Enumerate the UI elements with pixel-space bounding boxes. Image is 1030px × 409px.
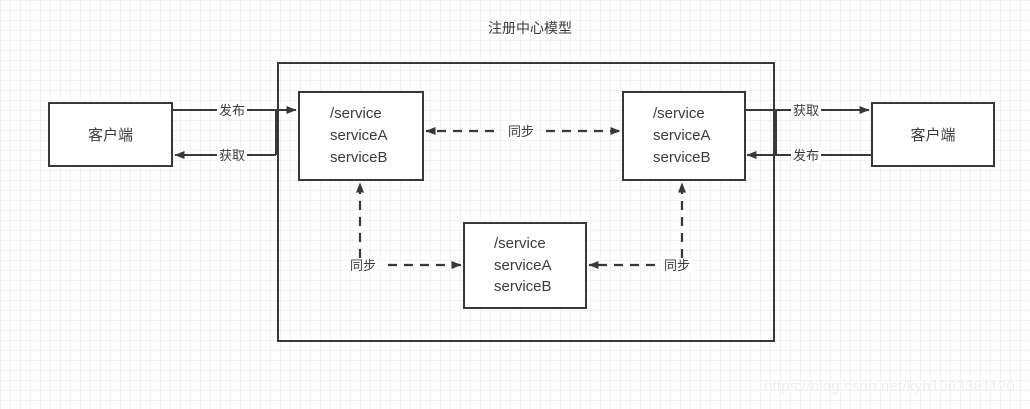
edge-label-right-fetch: 获取 xyxy=(791,103,822,118)
node-registry-bottom-line1: /service xyxy=(494,234,546,252)
node-registry-bottom[interactable]: /service serviceA serviceB xyxy=(463,222,587,309)
node-registry-right-line2: serviceA xyxy=(653,127,711,145)
node-registry-right[interactable]: /service serviceA serviceB xyxy=(622,91,746,181)
node-registry-left-line2: serviceA xyxy=(330,127,388,145)
node-client-right-label: 客户端 xyxy=(910,127,956,144)
edge-label-sync-top: 同步 xyxy=(506,124,537,139)
edge-label-sync-bottom-left: 同步 xyxy=(348,258,379,273)
registry-cluster-container xyxy=(277,62,775,342)
node-registry-right-line3: serviceB xyxy=(653,148,711,166)
node-registry-right-line1: /service xyxy=(653,105,705,123)
node-client-right[interactable]: 客户端 xyxy=(871,102,995,167)
node-registry-bottom-line2: serviceA xyxy=(494,256,552,274)
node-registry-left-line1: /service xyxy=(330,105,382,123)
edge-label-sync-bottom-right: 同步 xyxy=(662,258,693,273)
edge-label-right-publish: 发布 xyxy=(791,148,822,163)
watermark-text: https://blog.csdn.net/kyh1003381120 xyxy=(764,378,1016,395)
edge-label-left-fetch: 获取 xyxy=(217,148,248,163)
node-client-left-label: 客户端 xyxy=(87,127,133,144)
node-registry-bottom-line3: serviceB xyxy=(494,278,552,296)
edge-label-left-publish: 发布 xyxy=(217,103,248,118)
node-client-left[interactable]: 客户端 xyxy=(48,102,173,167)
node-registry-left[interactable]: /service serviceA serviceB xyxy=(298,91,424,181)
page-title: 注册中心模型 xyxy=(488,20,572,36)
node-registry-left-line3: serviceB xyxy=(330,148,388,166)
